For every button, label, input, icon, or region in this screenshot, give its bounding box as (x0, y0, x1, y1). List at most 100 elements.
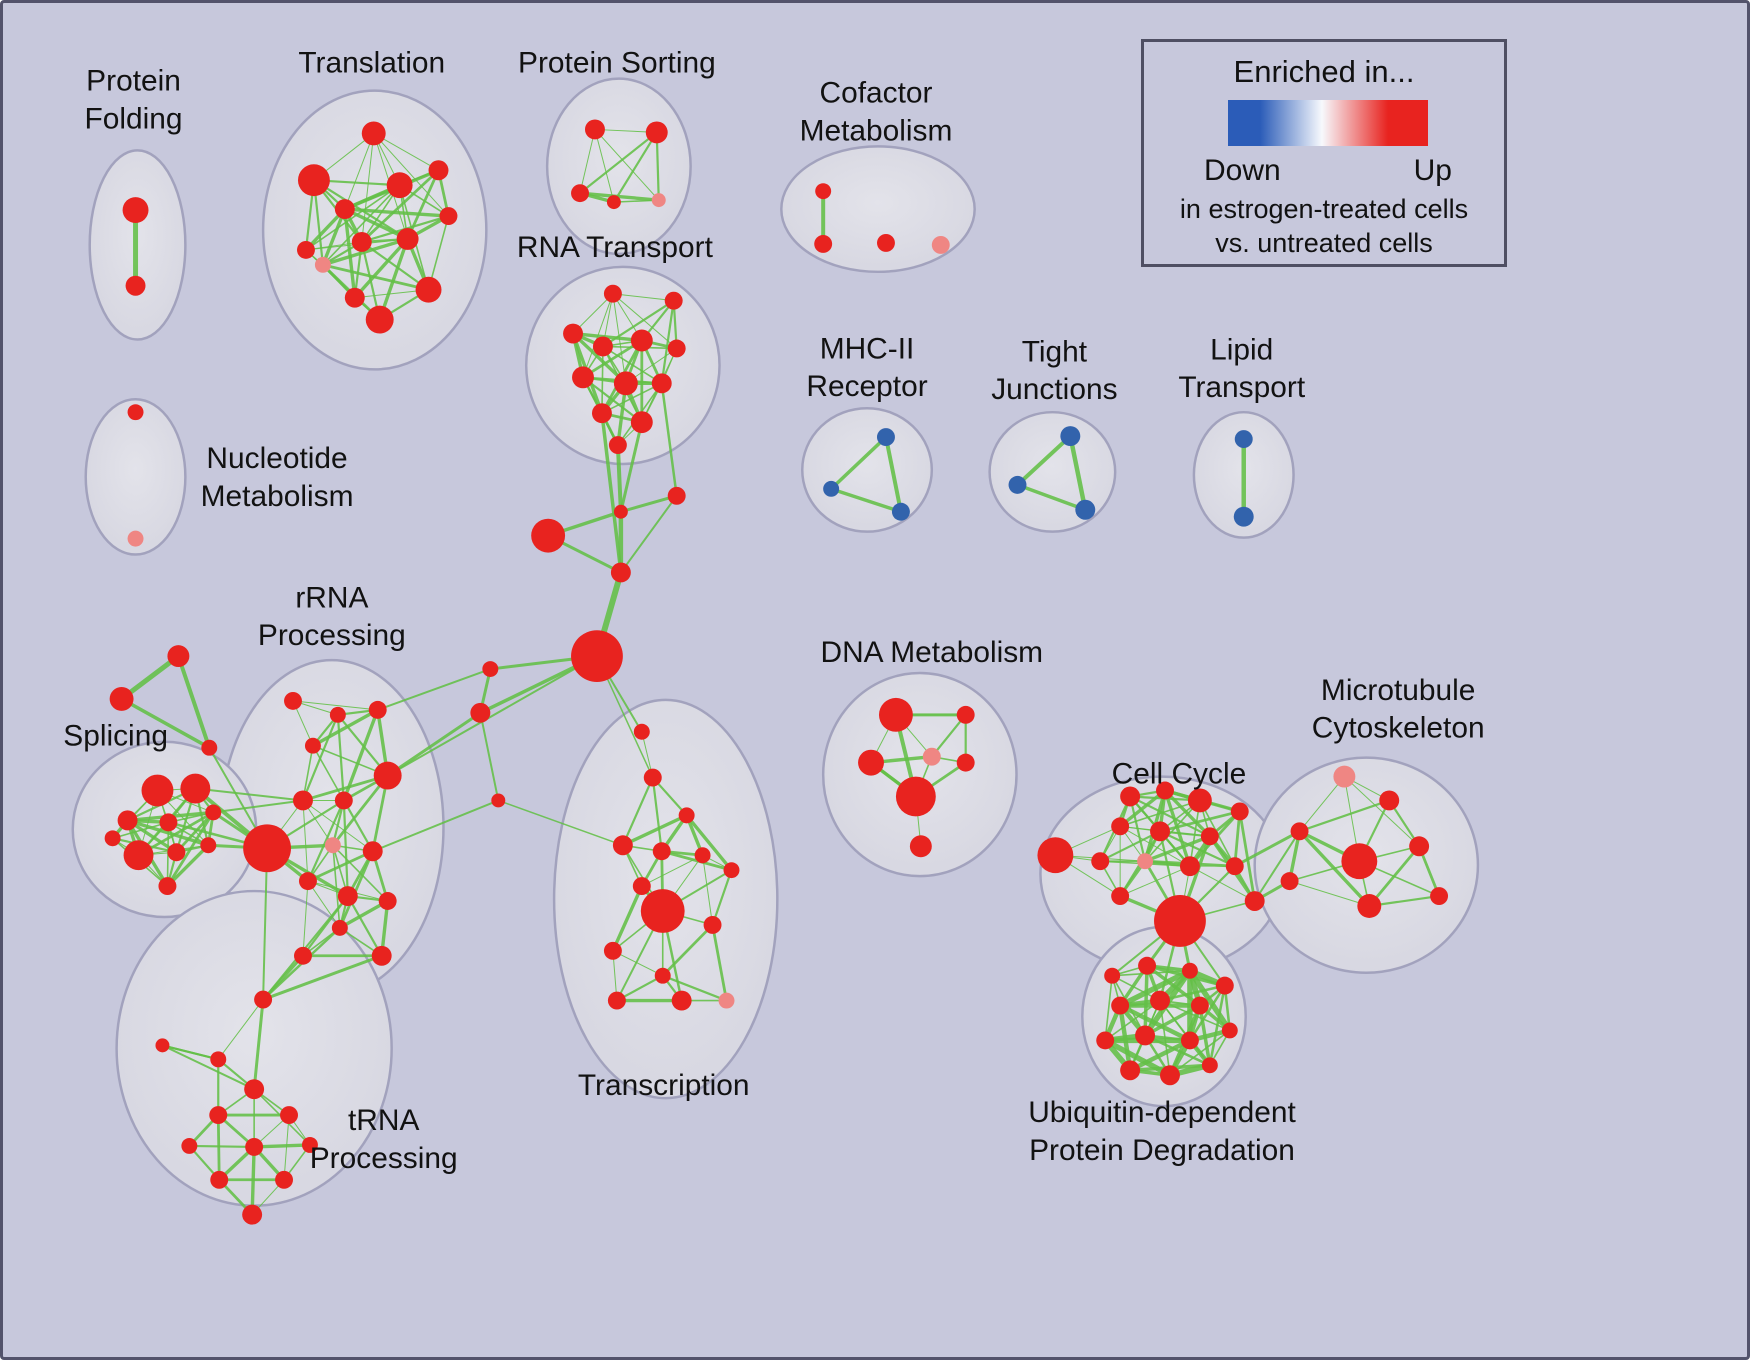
edge-tr1-tr5 (373, 132, 439, 171)
edge-rr11-rr14 (307, 880, 341, 929)
node-bb5 (571, 630, 623, 682)
edge-ps2-ps4 (612, 131, 658, 204)
node-pf2 (125, 275, 146, 296)
edge-cc5-cc15 (1238, 810, 1257, 903)
node-bb8 (491, 793, 506, 808)
node-tx1 (633, 723, 650, 740)
cluster-label-protein-sorting: Protein Sorting (518, 47, 716, 80)
node-mt1 (1333, 765, 1356, 788)
edge-ps4-ps5 (613, 199, 660, 203)
node-cc12 (1225, 857, 1244, 876)
edge-cc7-cc12 (1158, 830, 1236, 868)
node-rr11 (298, 872, 317, 891)
edge-tr4-tr10 (322, 184, 401, 266)
node-tx5 (652, 842, 671, 861)
edge-ub6-ub8 (1104, 999, 1161, 1042)
node-tj1 (1060, 426, 1081, 447)
node-cc5 (1230, 802, 1249, 821)
edge-tx3-tx4 (621, 813, 689, 847)
node-rt2 (664, 291, 683, 310)
node-mh2 (823, 480, 840, 497)
node-mt5 (1409, 836, 1430, 857)
edge-tr8-tr10 (321, 237, 410, 267)
node-rt12 (608, 436, 627, 455)
edge-tr10-tr12 (321, 263, 430, 292)
node-rr14 (331, 919, 348, 936)
node-mt4 (1341, 843, 1378, 880)
node-rt6 (667, 339, 686, 358)
edge-tn3-tn2 (161, 1044, 220, 1061)
node-mt2 (1379, 790, 1400, 811)
node-sp10 (104, 830, 121, 847)
node-tx10 (703, 915, 722, 934)
node-tn9 (301, 1136, 318, 1153)
edge-cc5-cc7 (1158, 810, 1242, 833)
cluster-label-translation: Translation (298, 47, 445, 80)
edge-tj2-tj3 (1015, 483, 1088, 512)
edge-dn2-dn4 (930, 713, 967, 758)
edge-tx2-tx4 (621, 776, 654, 847)
node-bb6 (482, 661, 499, 678)
edge-cc8-cc10 (1143, 834, 1212, 863)
edge-bb7-rr5 (386, 711, 482, 778)
legend-down-label: Down (1204, 154, 1281, 187)
edge-tx2-tx5 (651, 776, 663, 853)
edge-rr5-rr9 (331, 774, 390, 847)
node-ub8 (1096, 1031, 1115, 1050)
edge-tj1-tj2 (1015, 434, 1073, 487)
node-lt2 (1233, 506, 1254, 527)
node-bb7 (470, 702, 491, 723)
cluster-label-tight-junctions: Junctions (991, 373, 1117, 406)
node-sp8 (200, 837, 217, 854)
cluster-label-tight-junctions: Tight (1022, 335, 1088, 368)
node-tx9 (640, 889, 685, 933)
edge-tr1-tr9 (373, 132, 449, 217)
node-ub7 (1190, 996, 1209, 1015)
node-tx3 (678, 807, 695, 824)
edge-sp2-rr6 (194, 787, 304, 802)
edge-ub9-ub14 (1143, 1034, 1212, 1067)
node-dn1 (878, 697, 913, 732)
node-sp7 (167, 843, 186, 862)
node-mt6 (1280, 872, 1299, 891)
node-rt5 (630, 329, 653, 352)
cluster-label-trna-processing: tRNA (348, 1104, 419, 1137)
node-rr10 (362, 841, 383, 862)
node-tn5 (209, 1106, 228, 1125)
node-ub9 (1135, 1025, 1156, 1046)
node-tr1 (361, 121, 386, 146)
node-cf3 (876, 233, 895, 252)
node-tx13 (607, 991, 626, 1010)
node-tr12 (415, 276, 442, 303)
edge-tr3-tr11 (343, 207, 357, 300)
cluster-label-rna-transport: RNA Transport (517, 231, 714, 264)
node-rt4 (592, 336, 613, 357)
node-tr3 (334, 199, 355, 220)
edge-mt5-mt7 (1367, 844, 1421, 908)
edge-rr1-rr3 (292, 700, 379, 711)
edge-rr8-tn1 (262, 847, 269, 1001)
edge-bb2-bb4 (619, 494, 678, 574)
node-tr9 (439, 207, 458, 226)
legend-box: Enriched in... Down Up in estrogen-treat… (1141, 39, 1507, 267)
edge-so1-so3 (176, 654, 212, 750)
cluster-ellipse-tight-junctions (988, 410, 1117, 533)
node-rr3 (368, 700, 387, 719)
node-rr4 (304, 737, 321, 754)
node-cc4 (1187, 788, 1212, 813)
node-cc1 (1037, 837, 1074, 874)
cluster-label-transcription: Transcription (578, 1069, 750, 1102)
edge-tr4-tr6 (305, 184, 401, 251)
edge-sp4-sp10 (111, 821, 170, 840)
edge-tr1-tr3 (344, 132, 375, 210)
node-tr6 (296, 240, 315, 259)
edge-cc6-cc11 (1119, 825, 1191, 867)
node-tn2 (210, 1051, 227, 1068)
cluster-ellipse-mhc-ii-receptor (801, 406, 934, 533)
cluster-ellipse-dna-metabolism (821, 671, 1018, 878)
edge-cc3-cc6 (1118, 788, 1167, 829)
node-tr10 (314, 256, 331, 273)
node-tr7 (351, 231, 372, 252)
edge-rr12-rr16 (346, 894, 383, 957)
node-cc15 (1244, 891, 1265, 911)
